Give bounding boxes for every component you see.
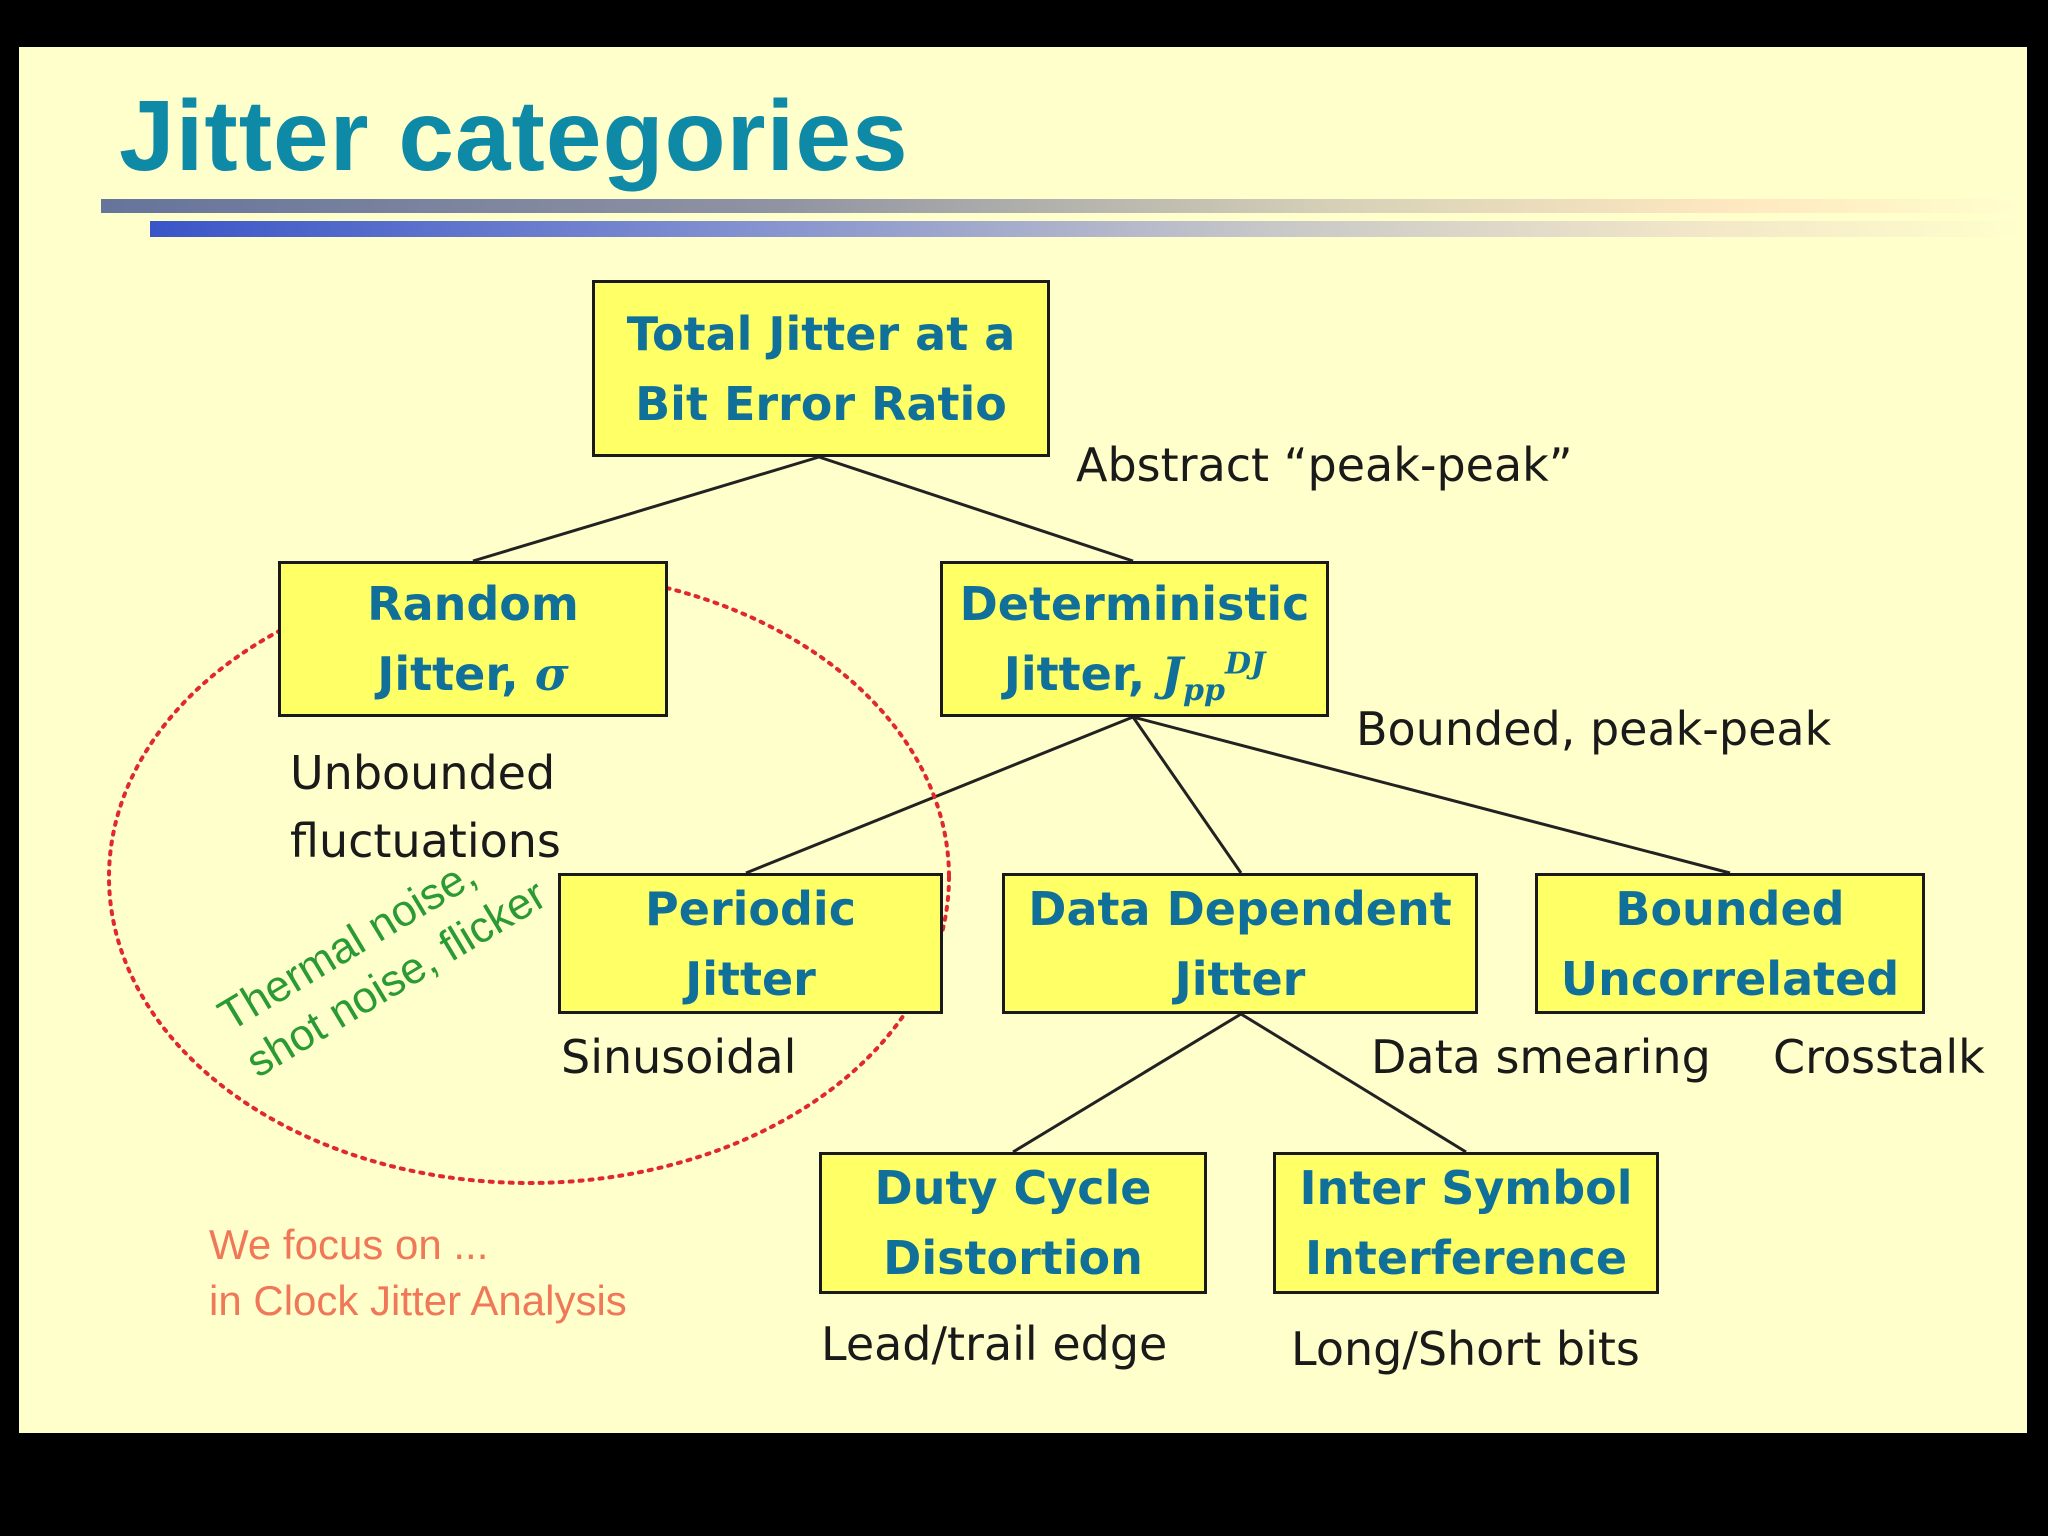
note-sinusoidal: Sinusoidal [561,1030,797,1084]
edge-det-bounded-uncorrelated [1132,715,1731,875]
edge-det-periodic [745,715,1134,875]
node-deterministic-jitter: Deterministic Jitter, JppDJ [940,561,1329,717]
note-data-smearing: Data smearing [1371,1030,1711,1084]
edge-total-deterministic [818,455,1134,563]
note-long-short-bits: Long/Short bits [1291,1322,1640,1376]
note-unbounded-fluctuations: Unbounded fluctuations [290,746,561,868]
node-total-jitter: Total Jitter at a Bit Error Ratio [592,280,1050,457]
sigma-symbol: σ [534,647,569,701]
node-periodic-jitter: Periodic Jitter [558,873,943,1014]
note-crosstalk: Crosstalk [1773,1030,1985,1084]
note-lead-trail-edge: Lead/trail edge [821,1317,1168,1371]
slide: Jitter categories Total Jitter at a Bit … [19,47,2027,1433]
title-underline-bottom [150,221,2027,237]
node-data-dependent-jitter: Data Dependent Jitter [1002,873,1478,1014]
node-duty-cycle-distortion: Duty Cycle Distortion [819,1152,1207,1294]
edge-total-random [472,455,820,563]
slide-title: Jitter categories [119,80,909,192]
node-inter-symbol-interference: Inter Symbol Interference [1273,1152,1659,1294]
note-bounded-peak-peak: Bounded, peak-peak [1356,702,1832,756]
jpp-dj-symbol: JppDJ [1161,646,1266,709]
edge-dd-duty-cycle [1012,1012,1242,1154]
edge-dd-isi [1240,1012,1467,1154]
node-random-jitter: Random Jitter, σ [278,561,668,717]
edge-det-data-dependent [1131,716,1243,874]
title-underline-top [101,199,2027,213]
node-bounded-uncorrelated: Bounded Uncorrelated [1535,873,1925,1014]
note-abstract-peak-peak: Abstract “peak-peak” [1076,438,1573,492]
focus-note: We focus on ... in Clock Jitter Analysis [209,1221,627,1324]
